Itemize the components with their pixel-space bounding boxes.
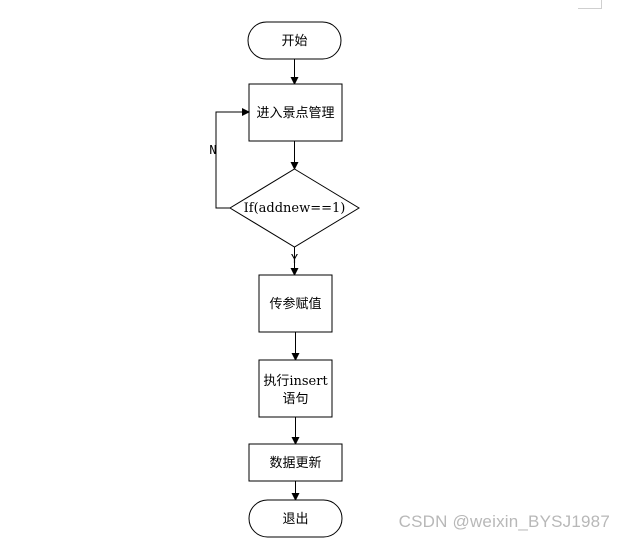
update-data-node: 数据更新 [248, 443, 343, 482]
condition-node: If(addnew==1) [229, 168, 360, 248]
corner-mark-horizontal [578, 8, 602, 9]
assign-params-node: 传参赋值 [258, 274, 333, 333]
enter-management-node: 进入景点管理 [248, 83, 343, 142]
start-label: 开始 [281, 34, 307, 49]
exit-node: 退出 [248, 499, 343, 538]
no-label: N [209, 143, 216, 157]
yes-label: Y [291, 252, 299, 266]
exit-label: 退出 [282, 512, 308, 527]
assign-params-label: 传参赋值 [269, 296, 321, 312]
start-node: 开始 [247, 21, 342, 60]
edge-no-loop [215, 108, 250, 209]
execute-insert-label-line1: 执行insert [263, 374, 328, 389]
update-data-label: 数据更新 [269, 455, 321, 471]
condition-label: If(addnew==1) [244, 201, 346, 216]
execute-insert-node: 执行insert 语句 [258, 359, 333, 418]
watermark-text: CSDN @weixin_BYSJ1987 [398, 512, 610, 531]
execute-insert-label-line2: 语句 [282, 392, 308, 407]
corner-mark [601, 0, 602, 8]
enter-management-label: 进入景点管理 [256, 106, 334, 121]
